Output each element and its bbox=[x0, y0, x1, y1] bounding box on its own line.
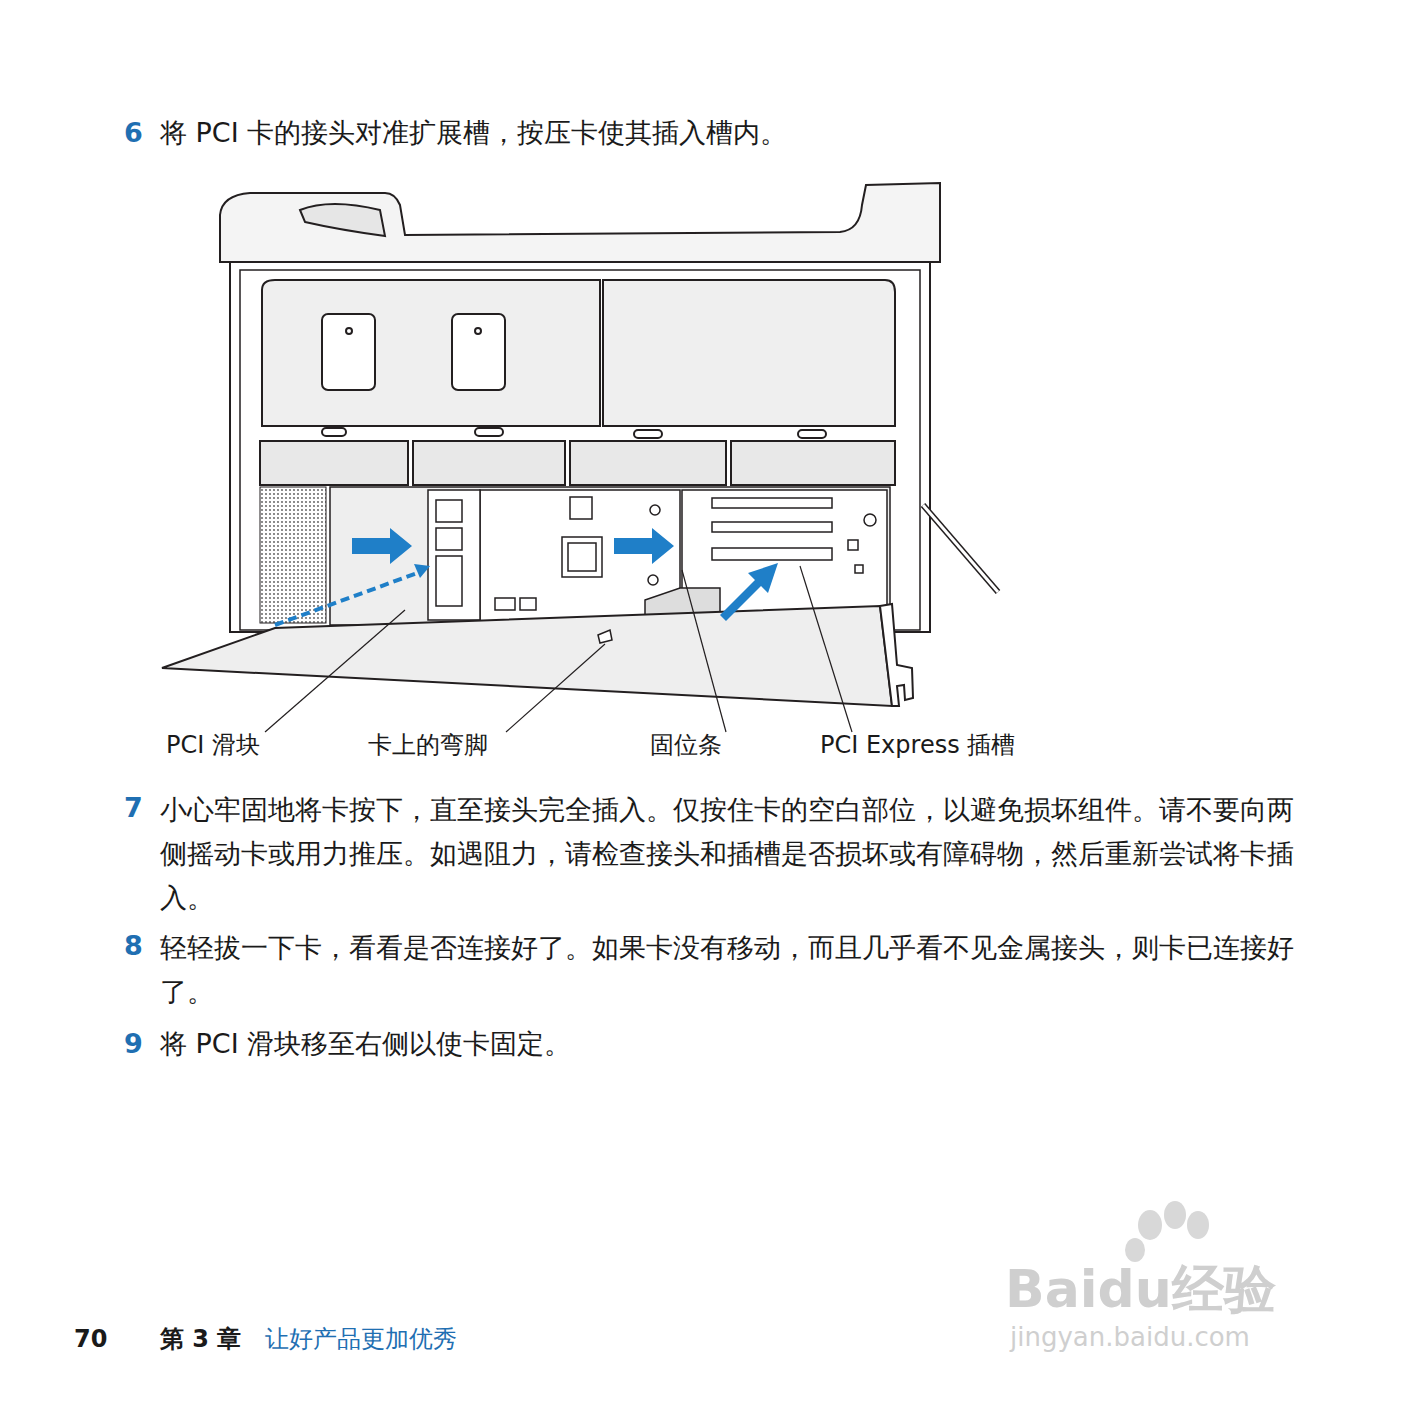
bay-tab bbox=[475, 428, 503, 436]
step-text: 轻轻拔一下卡，看看是否连接好了。如果卡没有移动，而且几乎看不见金属接头，则卡已连… bbox=[160, 926, 1310, 1014]
slider-tab bbox=[436, 500, 462, 522]
chip bbox=[570, 497, 592, 519]
drive-sled bbox=[570, 441, 726, 485]
paw-toe bbox=[1138, 1210, 1162, 1240]
step-number: 9 bbox=[124, 1024, 154, 1063]
leader-line bbox=[682, 570, 726, 732]
paw-toe bbox=[1164, 1201, 1186, 1229]
step-text: 将 PCI 卡的接头对准扩展槽，按压卡使其插入槽内。 bbox=[160, 113, 1360, 152]
step-number: 7 bbox=[124, 788, 154, 827]
callout-label: PCI 滑块 bbox=[166, 728, 366, 763]
dashed-arrow bbox=[275, 572, 420, 625]
slide-arrow bbox=[352, 528, 412, 564]
latch-hole bbox=[346, 328, 352, 334]
watermark: Baidu经验 bbox=[1005, 1252, 1345, 1327]
bay-tab bbox=[322, 428, 346, 436]
optical-bay bbox=[262, 280, 600, 426]
drive-sled bbox=[731, 441, 895, 485]
page-number: 70 bbox=[74, 1322, 134, 1357]
component bbox=[520, 598, 536, 610]
dashed-arrow-head bbox=[414, 564, 430, 578]
fan-mesh bbox=[260, 487, 326, 623]
step-number: 8 bbox=[124, 926, 154, 965]
logic-board-group bbox=[330, 487, 890, 625]
screw bbox=[864, 514, 876, 526]
handle-grip bbox=[300, 204, 385, 236]
drive-sled bbox=[413, 441, 565, 485]
bay-tab bbox=[634, 430, 662, 438]
callout-label: PCI Express 插槽 bbox=[820, 728, 1080, 763]
leader-line bbox=[265, 610, 405, 732]
watermark-logo bbox=[1125, 1201, 1209, 1262]
step-text: 小心牢固地将卡按下，直至接头完全插入。仅按住卡的空白部位，以避免损坏组件。请不要… bbox=[160, 788, 1310, 920]
paw-toe bbox=[1125, 1238, 1145, 1262]
card-bend-foot bbox=[598, 630, 612, 643]
case-body bbox=[230, 262, 930, 632]
case-handle bbox=[220, 183, 940, 262]
logic-board bbox=[330, 487, 890, 625]
drive-sled bbox=[260, 441, 408, 485]
slider-tab bbox=[436, 556, 462, 606]
chapter-number: 第 3 章 bbox=[160, 1322, 260, 1357]
watermark: jingyan.baidu.com bbox=[1010, 1318, 1350, 1356]
bay-tab bbox=[798, 430, 826, 438]
slider-tab bbox=[436, 528, 462, 550]
slide-arrow bbox=[614, 528, 674, 564]
optical-bay bbox=[603, 280, 895, 426]
case-inner bbox=[240, 270, 920, 630]
pcie-slot bbox=[712, 548, 832, 560]
case-stand-leg bbox=[923, 505, 998, 592]
callout-label: 固位条 bbox=[650, 728, 810, 763]
card-bracket bbox=[880, 604, 913, 706]
arrow-group bbox=[275, 528, 778, 625]
leader-lines bbox=[265, 566, 852, 732]
leader-line bbox=[506, 644, 605, 732]
screw bbox=[648, 575, 658, 585]
drive-latch bbox=[322, 314, 375, 390]
latch-hole bbox=[475, 328, 481, 334]
paw-toe bbox=[1187, 1211, 1209, 1239]
pci-card bbox=[162, 606, 892, 706]
pci-slider bbox=[428, 490, 480, 620]
leader-line bbox=[800, 566, 852, 732]
insert-arrow bbox=[720, 563, 778, 621]
pcie-slot bbox=[712, 498, 832, 508]
chip bbox=[562, 537, 602, 577]
callout-label: 卡上的弯脚 bbox=[368, 728, 568, 763]
drive-latch bbox=[452, 314, 505, 390]
component bbox=[848, 540, 858, 550]
step-text: 将 PCI 滑块移至右侧以使卡固定。 bbox=[160, 1024, 1310, 1063]
case-stand-leg bbox=[923, 505, 998, 592]
chip-core bbox=[568, 543, 596, 571]
component bbox=[855, 565, 863, 573]
step-number: 6 bbox=[124, 113, 154, 152]
screw bbox=[650, 505, 660, 515]
component bbox=[495, 598, 515, 610]
pcie-slot bbox=[712, 522, 832, 532]
case-group bbox=[220, 183, 940, 632]
chapter-title: 让好产品更加优秀 bbox=[265, 1322, 565, 1357]
